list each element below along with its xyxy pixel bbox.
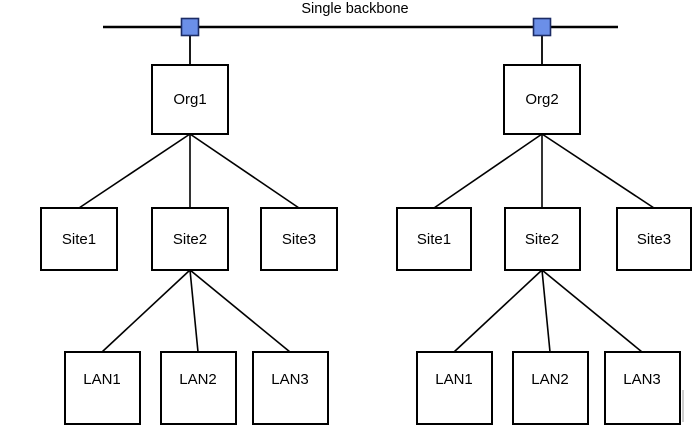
site-box-org1-site2[interactable] [151,207,229,271]
site-label-org2-site1: Site1 [417,231,451,248]
diagram-title: Single backbone [301,1,408,17]
lan-label-org2-lan2: LAN2 [531,371,569,388]
lan-box-org1-lan3[interactable] [252,351,329,425]
lan-box-org2-lan1[interactable] [416,351,493,425]
backbone-tap-square-org2[interactable] [532,17,552,37]
lan-box-org1-lan2[interactable] [160,351,237,425]
link-org1-site2-lan2 [189,269,199,353]
link-org1-site2-lan1 [101,269,191,353]
lan-label-org2-lan1: LAN1 [435,371,473,388]
link-org1-site3 [189,133,300,209]
link-org2-site3 [541,133,655,209]
site-box-org2-site2[interactable] [504,207,581,271]
site-box-org2-site3[interactable] [616,207,692,271]
link-org2-site1 [433,133,543,209]
backbone-tap-square-org1[interactable] [180,17,200,37]
org-box-org1[interactable] [151,64,229,135]
lan-box-org1-lan1[interactable] [64,351,141,425]
link-org2-site2-lan1 [453,269,543,353]
site-box-org2-site1[interactable] [396,207,472,271]
org1-tree: Org1 Site1 Site2 Site3 LAN1 LAN2 LAN3 [40,17,338,425]
site-box-org1-site3[interactable] [260,207,338,271]
lan-label-org1-lan1: LAN1 [83,371,121,388]
lan-label-org1-lan2: LAN2 [179,371,217,388]
site-label-org2-site2: Site2 [525,231,559,248]
org2-tree: Org2 Site1 Site2 Site3 LAN1 LAN2 LAN3 [396,17,692,425]
link-org1-site2-lan3 [189,269,291,353]
lan-label-org2-lan3: LAN3 [623,371,661,388]
org-label-org1: Org1 [173,91,206,108]
site-label-org1-site3: Site3 [282,231,316,248]
site-box-org1-site1[interactable] [40,207,118,271]
link-org1-site1 [78,133,191,209]
org-label-org2: Org2 [525,91,558,108]
link-org2-site2-lan3 [541,269,643,353]
site-label-org1-site2: Site2 [173,231,207,248]
link-org2-site2-lan2 [541,269,551,353]
site-label-org2-site3: Site3 [637,231,671,248]
org-box-org2[interactable] [503,64,581,135]
lan-box-org2-lan2[interactable] [512,351,589,425]
lan-box-org2-lan3[interactable] [604,351,681,425]
site-label-org1-site1: Site1 [62,231,96,248]
lan-label-org1-lan3: LAN3 [271,371,309,388]
